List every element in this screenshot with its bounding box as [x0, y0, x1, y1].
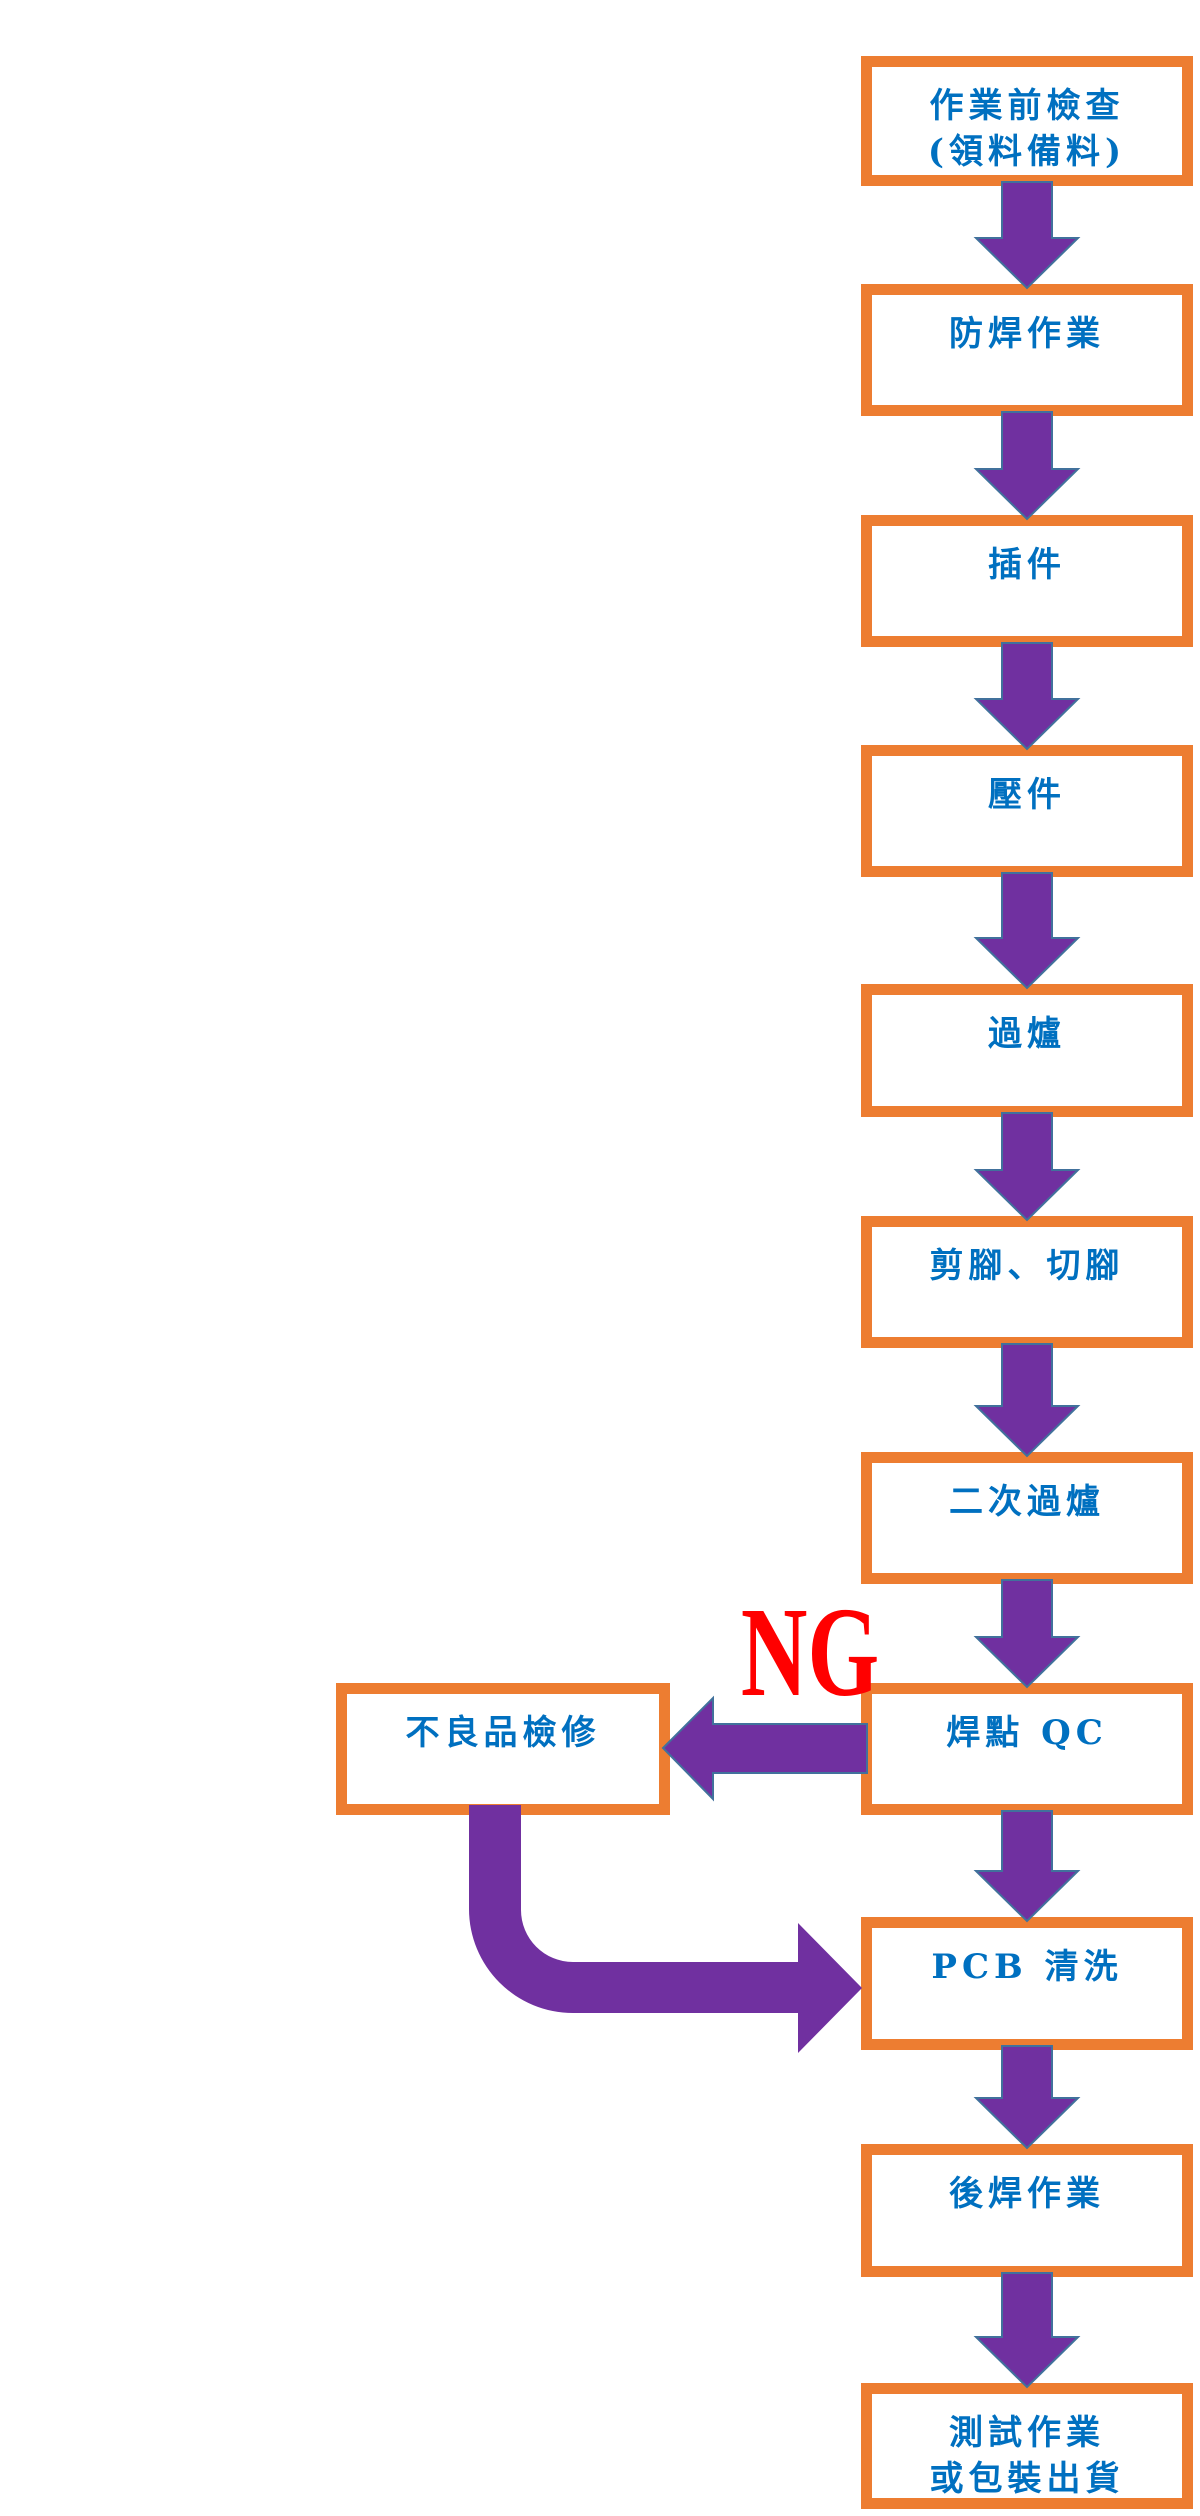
curved-return-arrow-icon	[469, 1805, 862, 2053]
step-label-line: 防焊作業	[949, 314, 1105, 354]
step-reflow: 過爐	[861, 984, 1193, 1117]
step-press-fit: 壓件	[861, 745, 1193, 877]
step-label-line: 或包裝出貨	[929, 2459, 1125, 2499]
down-arrow-icon	[973, 2272, 1081, 2389]
down-arrow-icon	[973, 411, 1081, 521]
step-label-line: 作業前檢查	[929, 86, 1125, 126]
step-insertion: 插件	[861, 515, 1193, 647]
step-label-line: 焊點 QC	[946, 1713, 1108, 1753]
step-lead-trim: 剪腳、切腳	[861, 1216, 1193, 1348]
down-arrow-icon	[973, 1579, 1081, 1689]
ng-label: NG	[740, 1581, 880, 1723]
step-label-line: 插件	[988, 545, 1066, 585]
step-pcb-clean: PCB 清洗	[861, 1917, 1193, 2050]
step-pre-check: 作業前檢查 (領料備料)	[861, 56, 1193, 186]
step-label-line: 剪腳、切腳	[929, 1246, 1125, 1286]
down-arrow-icon	[973, 181, 1081, 290]
step-post-solder: 後焊作業	[861, 2144, 1193, 2277]
step-label-line: PCB 清洗	[931, 1947, 1123, 1987]
down-arrow-icon	[973, 1343, 1081, 1458]
ng-left-arrow-icon	[661, 1695, 868, 1802]
step-label-line: 二次過爐	[949, 1482, 1105, 1522]
step-label-line: 壓件	[988, 775, 1066, 815]
down-arrow-icon	[973, 1810, 1081, 1923]
step-label-line: (領料備料)	[927, 132, 1127, 172]
step-test-pack: 測試作業 或包裝出貨	[861, 2383, 1193, 2509]
step-second-reflow: 二次過爐	[861, 1452, 1193, 1584]
down-arrow-icon	[973, 2045, 1081, 2150]
step-solder-mask: 防焊作業	[861, 284, 1193, 416]
down-arrow-icon	[973, 1112, 1081, 1222]
step-label-line: 過爐	[988, 1014, 1066, 1054]
step-label-line: 測試作業	[949, 2413, 1105, 2453]
step-label-line: 後焊作業	[949, 2174, 1105, 2214]
step-label-line: 不良品檢修	[405, 1713, 601, 1753]
down-arrow-icon	[973, 642, 1081, 751]
down-arrow-icon	[973, 872, 1081, 990]
